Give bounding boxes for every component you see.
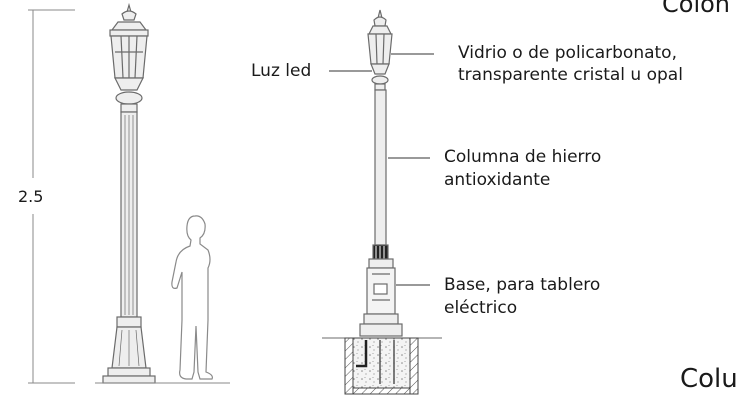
- leader-lines: [329, 53, 434, 286]
- label-column-line2: antioxidante: [444, 170, 551, 190]
- height-value: 2.5: [18, 187, 44, 206]
- left-lamp-post: [102, 2, 156, 384]
- label-led-light: Luz led: [251, 61, 312, 81]
- height-dimension: [28, 9, 75, 384]
- label-glass-line2: transparente cristal u opal: [458, 65, 683, 85]
- foundation: [322, 337, 442, 395]
- human-silhouette: [171, 215, 213, 380]
- title-fragment-top: Colon: [662, 0, 731, 18]
- label-glass-line1: Vidrio o de policarbonato,: [458, 43, 677, 63]
- label-base-line1: Base, para tablero: [444, 275, 601, 295]
- title-fragment-bottom: Colu: [680, 364, 738, 394]
- label-column-line1: Columna de hierro: [444, 147, 602, 167]
- right-lamp-post: [359, 9, 403, 337]
- label-base-line2: eléctrico: [444, 298, 518, 318]
